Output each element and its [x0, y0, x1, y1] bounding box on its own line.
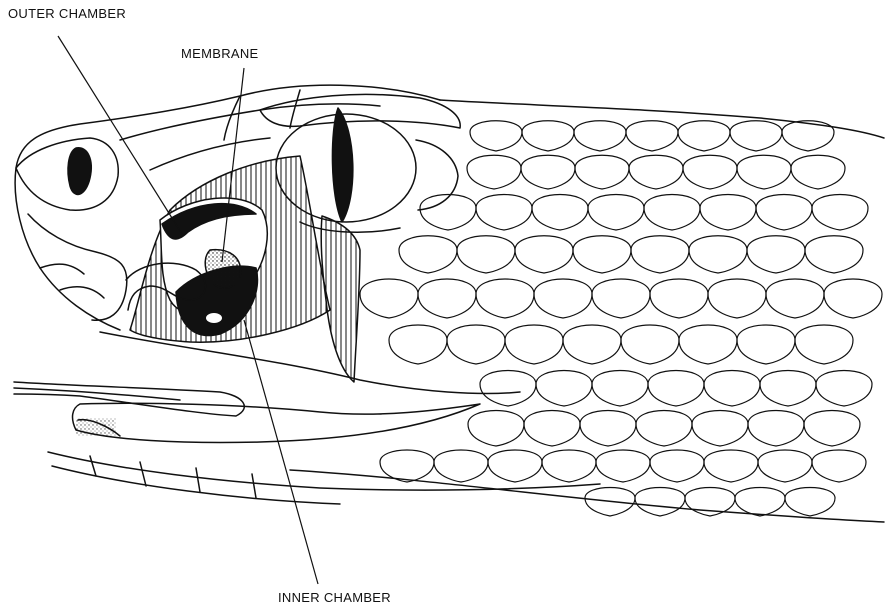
body-scale: [737, 155, 791, 189]
body-scale: [399, 236, 457, 273]
body-scale: [575, 155, 629, 189]
body-scale: [534, 279, 592, 318]
body-scale: [795, 325, 853, 364]
body-scale: [532, 195, 588, 231]
body-scale: [700, 195, 756, 231]
body-scale: [536, 371, 592, 407]
body-scale: [737, 325, 795, 364]
body-scale: [756, 195, 812, 231]
body-scale: [488, 450, 542, 482]
body-scale: [420, 195, 476, 231]
body-scale: [635, 488, 685, 517]
body-scale: [791, 155, 845, 189]
supraocular-plate: [260, 94, 460, 128]
body-scale: [692, 411, 748, 447]
body-scale: [760, 371, 816, 407]
body-scale: [689, 236, 747, 273]
body-scale: [470, 121, 522, 151]
body-scale: [480, 371, 536, 407]
body-scale: [476, 195, 532, 231]
body-scale: [592, 371, 648, 407]
mouth-line: [100, 332, 520, 394]
preocular-plate: [321, 216, 360, 382]
body-scale: [434, 450, 488, 482]
body-scale: [812, 195, 868, 231]
body-scale: [629, 155, 683, 189]
circumorbital-scales: [416, 140, 458, 210]
body-scale: [542, 450, 596, 482]
body-scale: [360, 279, 418, 318]
body-scale: [468, 411, 524, 447]
body-scales: [360, 121, 882, 516]
body-scale: [574, 121, 626, 151]
body-scale: [563, 325, 621, 364]
inner-chamber-highlight: [206, 313, 222, 323]
body-scale: [766, 279, 824, 318]
body-scale: [621, 325, 679, 364]
body-scale: [524, 411, 580, 447]
body-scale: [650, 450, 704, 482]
body-scale: [522, 121, 574, 151]
body-scale: [636, 411, 692, 447]
body-scale: [805, 236, 863, 273]
body-scale: [380, 450, 434, 482]
body-scale: [592, 279, 650, 318]
body-scale: [816, 371, 872, 407]
body-scale: [476, 279, 534, 318]
tongue: [14, 382, 244, 416]
body-scale: [573, 236, 631, 273]
body-scale: [467, 155, 521, 189]
head-plate: [290, 90, 300, 128]
nostril: [68, 148, 91, 195]
body-scale: [824, 279, 882, 318]
body-scale: [588, 195, 644, 231]
body-top-outline: [440, 100, 884, 138]
inner-chamber-label: INNER CHAMBER: [278, 590, 391, 605]
pupil: [332, 108, 352, 222]
body-scale: [812, 450, 866, 482]
body-bottom-outline: [290, 470, 884, 522]
body-scale: [515, 236, 573, 273]
body-scale: [389, 325, 447, 364]
body-scale: [580, 411, 636, 447]
body-scale: [521, 155, 575, 189]
body-scale: [678, 121, 730, 151]
body-scale: [704, 371, 760, 407]
head-plate: [224, 96, 240, 140]
membrane-label: MEMBRANE: [181, 46, 259, 61]
outer-chamber-label: OUTER CHAMBER: [8, 6, 126, 21]
body-scale: [505, 325, 563, 364]
body-scale: [748, 411, 804, 447]
body-scale: [644, 195, 700, 231]
body-scale: [804, 411, 860, 447]
body-scale: [785, 488, 835, 517]
body-scale: [708, 279, 766, 318]
body-scale: [648, 371, 704, 407]
outer-chamber-leader: [58, 36, 182, 234]
body-scale: [457, 236, 515, 273]
body-scale: [735, 488, 785, 517]
body-scale: [679, 325, 737, 364]
body-scale: [418, 279, 476, 318]
body-scale: [747, 236, 805, 273]
body-scale: [683, 155, 737, 189]
body-scale: [650, 279, 708, 318]
body-scale: [730, 121, 782, 151]
body-scale: [626, 121, 678, 151]
inner-chamber-leader: [244, 320, 318, 584]
body-scale: [447, 325, 505, 364]
body-scale: [758, 450, 812, 482]
body-scale: [631, 236, 689, 273]
snout: [16, 138, 118, 210]
body-scale: [704, 450, 758, 482]
lower-labial-scales: [48, 452, 600, 490]
body-scale: [596, 450, 650, 482]
